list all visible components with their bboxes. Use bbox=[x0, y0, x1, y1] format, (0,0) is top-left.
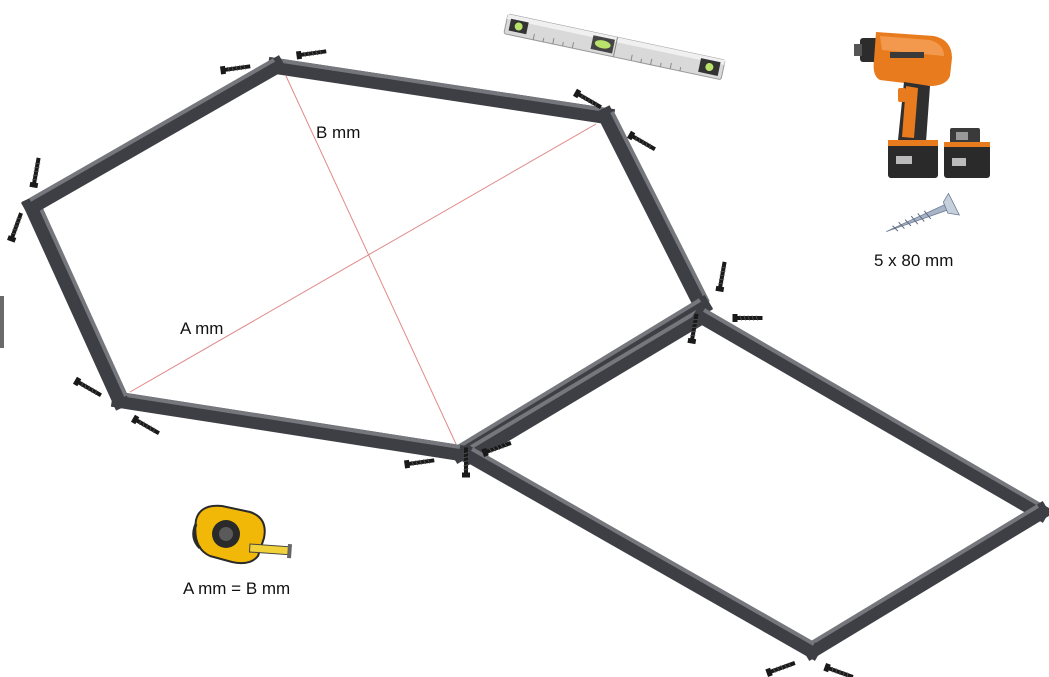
screw bbox=[687, 313, 699, 345]
rectangle-frame bbox=[459, 305, 1049, 661]
diagonal-a-label: A mm bbox=[180, 319, 223, 338]
screw-group bbox=[7, 49, 854, 677]
screw bbox=[219, 64, 251, 75]
screw bbox=[765, 661, 796, 677]
tape-measure-icon bbox=[192, 504, 292, 565]
screw bbox=[130, 414, 160, 435]
screw bbox=[7, 212, 23, 243]
screw bbox=[481, 441, 512, 457]
frame-beam bbox=[459, 444, 823, 661]
frame-beam bbox=[459, 305, 713, 466]
frame-beam bbox=[801, 501, 1049, 661]
frame-beam bbox=[21, 55, 287, 217]
screw bbox=[732, 314, 763, 322]
screw bbox=[626, 130, 656, 151]
frame-beam bbox=[110, 390, 470, 463]
screw bbox=[72, 376, 102, 397]
screw bbox=[403, 458, 435, 469]
screw bbox=[823, 663, 854, 677]
diagonal-b-label: B mm bbox=[316, 123, 360, 142]
frame-beam bbox=[449, 295, 713, 464]
screw bbox=[462, 447, 470, 478]
cordless-drill-icon bbox=[854, 32, 990, 178]
screw bbox=[572, 88, 602, 109]
wood-screw-icon bbox=[886, 192, 961, 232]
diagonal-a-line bbox=[129, 123, 597, 393]
frame-beam bbox=[595, 105, 713, 317]
frame-beam bbox=[21, 195, 131, 411]
spirit-level-icon bbox=[503, 13, 726, 80]
frame-beam bbox=[266, 56, 616, 126]
diagonal-b-line bbox=[285, 75, 457, 445]
screw bbox=[29, 157, 41, 189]
frame-beam bbox=[691, 305, 1049, 523]
equal-check-label: A mm = B mm bbox=[183, 579, 290, 598]
screw bbox=[295, 49, 327, 60]
screw-size-label: 5 x 80 mm bbox=[874, 251, 953, 270]
screw bbox=[715, 261, 727, 293]
edge-artifact bbox=[0, 296, 4, 348]
